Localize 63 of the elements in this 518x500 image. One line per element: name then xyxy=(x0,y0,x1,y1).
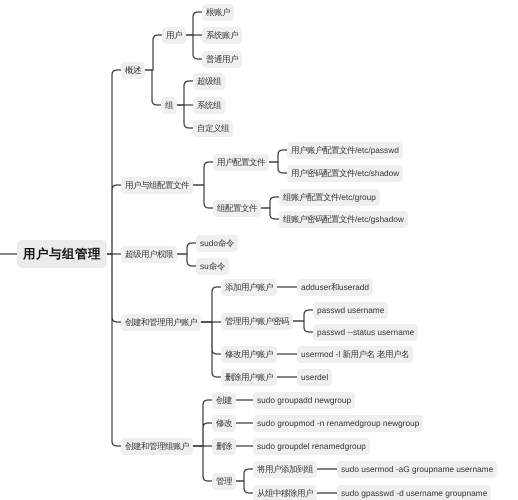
branch-line xyxy=(236,422,253,424)
topic-box: sudo groupmod -n renamedgroup newgroup xyxy=(253,414,424,432)
topic-box: usermod -l 新用户名 老用户名 xyxy=(297,346,413,362)
topic-box: 自定义组 xyxy=(193,120,233,136)
topic-box: 创建和管理组账户 xyxy=(121,438,193,454)
branch-line xyxy=(277,353,297,355)
topic-box: 删除 xyxy=(212,438,236,454)
topic-box: 用户密码配置文件/etc/shadow xyxy=(287,164,404,182)
topic-box: su命令 xyxy=(196,258,229,274)
topic-box: 概述 xyxy=(121,62,145,78)
topic-box: sudo命令 xyxy=(196,234,238,252)
topic-box: sudo groupdel renamedgroup xyxy=(253,438,370,454)
topic-box: 组配置文件 xyxy=(213,200,261,216)
branch-line xyxy=(277,376,297,378)
topic-box: passwd username xyxy=(313,302,388,318)
topic-box: 创建 xyxy=(212,392,236,408)
topic-box: 根账户 xyxy=(202,4,234,20)
topic-box: 修改用户账户 xyxy=(221,346,277,362)
topic-box: 超级组 xyxy=(193,72,225,90)
branch-line xyxy=(0,253,17,255)
topic-box: 管理 xyxy=(212,472,236,490)
topic-box: 组账户配置文件/etc/group xyxy=(279,188,380,206)
branch-line xyxy=(317,492,337,494)
topic-box: 系统组 xyxy=(193,96,225,114)
topic-box: 创建和管理用户账户 xyxy=(121,314,201,330)
topic-box: 系统账户 xyxy=(202,26,242,44)
central-topic-box: 用户与组管理 xyxy=(17,240,107,268)
branch-line xyxy=(193,445,212,482)
branch-line xyxy=(145,69,161,106)
topic-box: 从组中移除用户 xyxy=(253,484,317,500)
branch-line xyxy=(107,253,121,447)
branch-line xyxy=(261,207,279,220)
topic-box: 添加用户账户 xyxy=(221,278,277,296)
topic-box: 管理用户账户密码 xyxy=(221,312,293,330)
topic-box: userdel xyxy=(297,368,332,386)
topic-box: sudo groupadd newgroup xyxy=(253,392,356,408)
topic-box: sudo gpasswd -d username groupname xyxy=(337,484,492,500)
topic-box: 用户与组配置文件 xyxy=(121,176,193,194)
branch-line xyxy=(269,161,287,174)
branch-line xyxy=(236,480,253,494)
branch-line xyxy=(277,286,297,288)
topic-box: 用户账户配置文件/etc/passwd xyxy=(287,142,403,158)
topic-box: 普通用户 xyxy=(202,50,242,68)
topic-box: passwd --status username xyxy=(313,324,418,340)
branch-line xyxy=(317,468,337,470)
topic-box: 组 xyxy=(161,96,177,114)
branch-line xyxy=(236,445,253,447)
topic-box: 超级用户权限 xyxy=(121,246,177,262)
branch-line xyxy=(193,184,213,209)
topic-box: 修改 xyxy=(212,414,236,432)
topic-box: 删除用户账户 xyxy=(221,368,277,386)
branch-line xyxy=(236,399,253,401)
topic-box: 用户配置文件 xyxy=(213,154,269,170)
topic-box: 用户 xyxy=(162,26,186,44)
branch-line xyxy=(293,320,313,333)
branch-line xyxy=(177,104,193,129)
topic-box: adduser和useradd xyxy=(297,278,373,296)
topic-box: sudo usermod -aG groupname username xyxy=(337,460,498,478)
branch-line xyxy=(201,321,221,378)
branch-line xyxy=(177,253,196,267)
branch-line xyxy=(186,34,202,60)
topic-box: 将用户添加到组 xyxy=(253,460,317,478)
topic-box: 组账户密码配置文件/etc/gshadow xyxy=(279,210,408,228)
